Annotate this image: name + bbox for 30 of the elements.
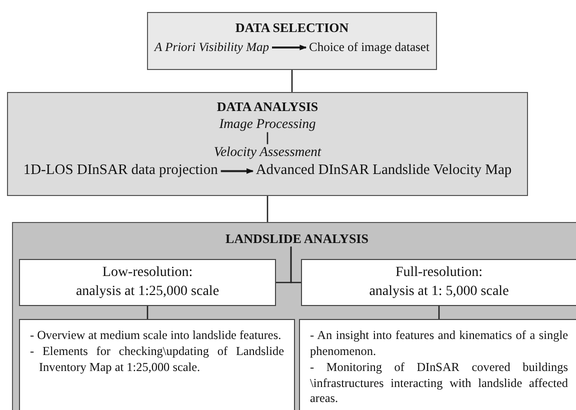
box-title: Low-resolution: analysis at 1:25,000 scale <box>74 264 220 300</box>
step-label: Velocity Assessment <box>214 144 322 160</box>
connector <box>290 246 301 284</box>
step-label: A Priori Visibility Map <box>154 40 269 55</box>
section-heading: DATA ANALYSIS <box>216 99 318 115</box>
connector <box>272 44 307 50</box>
notes-box <box>19 319 295 410</box>
box-title: Full-resolution: analysis at 1: 5,000 scale <box>368 264 510 300</box>
section-panel <box>7 92 528 196</box>
section-heading: LANDSLIDE ANALYSIS <box>226 231 368 247</box>
bullet-text: - Monitoring of DInSAR covered buildings \infrastructures interacting with landslide affected areas. <box>310 360 568 408</box>
bullet-text: - An insight into features and kinematics of a single phenomenon. <box>310 328 568 360</box>
step-label: 1D-LOS DInSAR data projection <box>23 162 218 180</box>
section-heading: DATA SELECTION <box>235 20 349 36</box>
step-label: Choice of image dataset <box>309 40 430 55</box>
section-panel <box>147 12 437 70</box>
connector <box>146 306 148 319</box>
connector <box>438 306 440 319</box>
connector <box>291 70 293 92</box>
bullet-text: - Elements for checking\updating of Landslide Inventory Map at 1:25,000 scale. <box>30 344 284 376</box>
bullet-text: - Overview at medium scale into landslide features. <box>30 328 282 344</box>
connector <box>266 196 268 222</box>
step-label: Advanced DInSAR Landslide Velocity Map <box>256 162 512 180</box>
resolution-box <box>301 259 576 306</box>
notes-box <box>299 319 576 410</box>
resolution-box <box>19 259 276 306</box>
step-label: Image Processing <box>219 116 316 132</box>
section-band <box>12 222 576 410</box>
connector <box>220 168 254 174</box>
connector <box>266 132 268 144</box>
